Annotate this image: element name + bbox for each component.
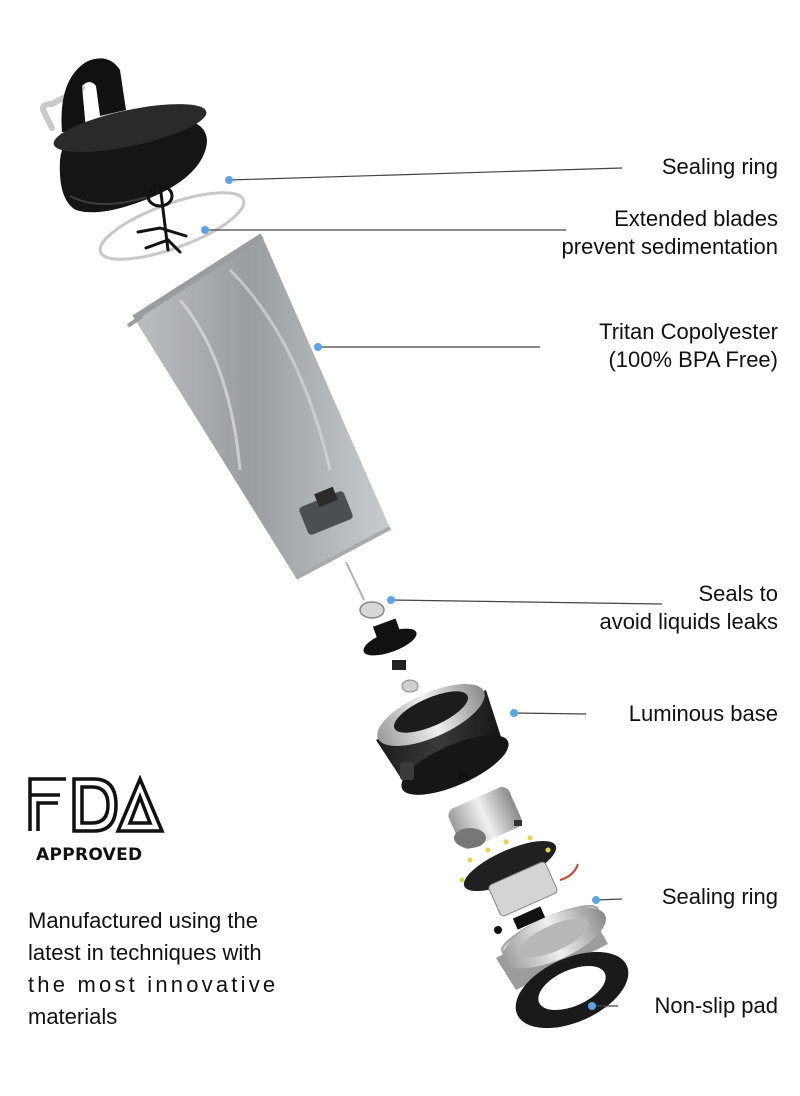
leader-seals: [390, 599, 663, 605]
callout-extended-blades: Extended blades prevent sedimentation: [562, 205, 778, 261]
callout-non-slip-pad: Non-slip pad: [654, 992, 778, 1020]
callout-line: Tritan Copolyester: [599, 319, 778, 344]
base-cover: [496, 907, 608, 990]
description-line: Manufactured using the: [28, 908, 258, 933]
description-line: latest in techniques with: [28, 940, 262, 965]
blade-assembly: [136, 183, 188, 254]
description-line: materials: [28, 1004, 118, 1029]
callout-seals: Seals to avoid liquids leaks: [599, 580, 778, 636]
leader-luminous-base: [513, 712, 587, 715]
callout-line: Sealing ring: [661, 154, 778, 179]
leader-lines: [205, 167, 663, 1007]
fda-approved-label: APPROVED: [36, 845, 143, 865]
lid: [40, 58, 207, 213]
shaft-and-seals: [345, 561, 419, 693]
callout-line: Seals to: [698, 581, 779, 606]
callout-tritan: Tritan Copolyester (100% BPA Free): [599, 318, 778, 374]
marker-luminous-base: [510, 709, 518, 717]
leader-sealing-ring-top: [228, 167, 623, 181]
callout-markers: [201, 176, 600, 1010]
marker-sealing-ring-top: [225, 176, 233, 184]
callout-line: prevent sedimentation: [561, 234, 778, 259]
callout-luminous-base: Luminous base: [629, 700, 778, 728]
callout-line: Sealing ring: [661, 884, 778, 909]
callout-line: Non-slip pad: [654, 993, 778, 1018]
marker-sealing-ring-bottom: [592, 896, 600, 904]
non-slip-pad: [515, 951, 629, 1029]
marker-non-slip-pad: [588, 1002, 596, 1010]
fda-logo: [28, 775, 165, 833]
marker-seals: [387, 596, 395, 604]
motor: [448, 787, 522, 849]
callout-line: Luminous base: [628, 701, 778, 726]
marker-tritan: [314, 343, 322, 351]
product-description: Manufactured using the latest in techniq…: [28, 905, 338, 1033]
leader-sealing-ring-bottom: [595, 898, 623, 901]
callout-line: (100% BPA Free): [608, 347, 778, 372]
marker-extended-blades: [201, 226, 209, 234]
callout-line: Extended blades: [614, 206, 778, 231]
jar: [126, 233, 391, 580]
luminous-base: [376, 684, 509, 795]
description-line: the most innovative: [28, 972, 279, 997]
callout-line: avoid liquids leaks: [599, 609, 778, 634]
circuit-board: [459, 835, 557, 892]
callout-sealing-ring-bottom: Sealing ring: [662, 883, 778, 911]
battery: [488, 861, 579, 934]
callout-sealing-ring-top: Sealing ring: [662, 153, 778, 181]
